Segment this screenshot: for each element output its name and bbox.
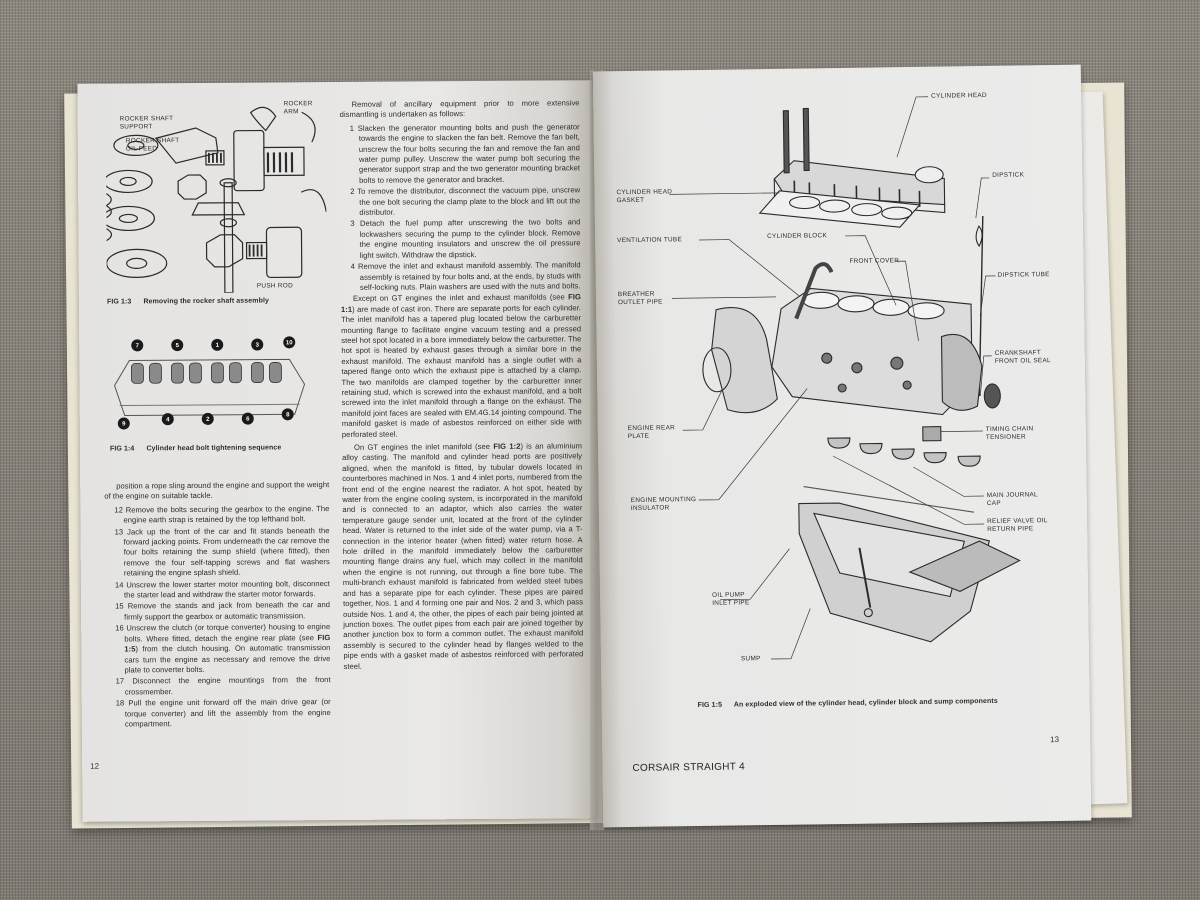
callout-relief-valve-oil-return-pipe: RELIEF VALVE OIL RETURN PIPE	[987, 517, 1048, 533]
running-title: CORSAIR STRAIGHT 4	[632, 761, 746, 774]
right-page: CYLINDER HEAD CYLINDER HEAD GASKET DIPST…	[592, 64, 1092, 828]
callout-oil-pump-inlet-pipe: OIL PUMP INLET PIPE	[712, 591, 750, 607]
bolt-number: 10	[286, 340, 293, 346]
bolt-number: 8	[286, 412, 290, 418]
bolt-number: 1	[216, 343, 220, 349]
callout-cylinder-head-gasket: CYLINDER HEAD GASKET	[616, 188, 673, 204]
bolt-number: 5	[176, 343, 180, 349]
callout-crankshaft-front-oil-seal: CRANKSHAFT FRONT OIL SEAL	[994, 349, 1051, 365]
figure-caption: FIG 1:3 Removing the rocker shaft assemb…	[106, 297, 337, 306]
callout-ventilation-tube: VENTILATION TUBE	[617, 236, 683, 245]
callout-sump: SUMP	[740, 655, 761, 663]
figure-caption: FIG 1:4 Cylinder head bolt tightening se…	[109, 444, 340, 453]
bolt-number: 7	[136, 343, 140, 349]
paragraph: On GT engines the inlet manifold (see FI…	[342, 441, 584, 671]
callout-main-journal-cap: MAIN JOURNAL CAP	[986, 491, 1038, 507]
figure-exploded-engine: CYLINDER HEAD CYLINDER HEAD GASKET DIPST…	[593, 65, 1090, 732]
callout-timing-chain-tensioner: TIMING CHAIN TENSIONER	[985, 425, 1034, 441]
callout-dipstick-tube: DIPSTICK TUBE	[997, 271, 1050, 279]
callout-dipstick: DIPSTICK	[992, 171, 1025, 179]
page-number-right: 13	[1050, 734, 1060, 745]
bolt-number: 2	[206, 417, 210, 423]
step-item: 18 Pull the engine unit forward off the …	[115, 697, 331, 729]
step-item: 4 Remove the inlet and exhaust manifold …	[350, 260, 581, 292]
step-item: 12 Remove the bolts securing the gearbox…	[114, 503, 330, 525]
step-item: 17 Disconnect the engine mountings from …	[115, 675, 331, 697]
step-item: 1 Slacken the generator mounting bolts a…	[349, 122, 581, 185]
callout-rocker-shaft-oil-feed: ROCKER SHAFT OIL FEED	[125, 137, 180, 153]
callout-rocker-arm: ROCKER ARM	[283, 100, 313, 115]
callout-rocker-shaft-support: ROCKER SHAFT SUPPORT	[119, 115, 174, 131]
paragraph: Removal of ancillary equipment prior to …	[339, 98, 580, 120]
callout-push-rod: PUSH ROD	[256, 282, 294, 290]
step-item: 13 Jack up the front of the car and fit …	[114, 525, 330, 578]
steps-list: 1 Slacken the generator mounting bolts a…	[340, 122, 581, 293]
step-item: 15 Remove the stands and jack from benea…	[115, 600, 331, 622]
steps-list: 12 Remove the bolts securing the gearbox…	[104, 504, 331, 730]
step-item: 14 Unscrew the lower starter motor mount…	[114, 578, 330, 600]
callout-front-cover: FRONT COVER	[849, 257, 900, 265]
figure-label: FIG 1:4	[109, 445, 135, 453]
step-item: 16 Unscrew the clutch (or torque convert…	[115, 622, 331, 675]
bolt-number: 3	[256, 343, 260, 349]
bolt-number: 4	[166, 417, 170, 423]
left-column-text: position a rope sling around the engine …	[104, 480, 331, 731]
cylinder-head-bolt-diagram: 7 5 1 3 10 9 4 2 6 8	[113, 336, 306, 430]
rocker-shaft-illustration	[105, 106, 327, 294]
figure-bolt-sequence: 7 5 1 3 10 9 4 2 6 8 FIG 1:4 Cylinder he…	[109, 334, 330, 466]
exploded-engine-illustration	[669, 96, 1021, 660]
right-column-text: Removal of ancillary equipment prior to …	[340, 98, 584, 675]
figure-caption-text: Cylinder head bolt tightening sequence	[146, 444, 282, 453]
paragraph: position a rope sling around the engine …	[104, 480, 330, 502]
left-page: ROCKER ARM ROCKER SHAFT SUPPORT ROCKER S…	[77, 80, 598, 822]
callout-cylinder-head: CYLINDER HEAD	[931, 91, 987, 100]
figure-reference: FIG 1:2	[493, 441, 521, 451]
step-item: 2 To remove the distributor, disconnect …	[350, 185, 581, 217]
figure-label: FIG 1:3	[106, 298, 132, 306]
bolt-number: 9	[122, 421, 126, 427]
paragraph: Except on GT engines the inlet and exhau…	[340, 292, 582, 439]
step-item: 3 Detach the fuel pump after unscrewing …	[350, 217, 581, 260]
callout-engine-mounting-insulator: ENGINE MOUNTING INSULATOR	[630, 496, 697, 512]
bolt-number: 6	[246, 417, 250, 423]
callout-cylinder-block: CYLINDER BLOCK	[767, 232, 828, 241]
figure-label: FIG 1:5	[697, 701, 723, 710]
callout-breather-outlet-pipe: BREATHER OUTLET PIPE	[617, 290, 663, 306]
callout-engine-rear-plate: ENGINE REAR PLATE	[627, 424, 676, 440]
figure-caption-text: Removing the rocker shaft assembly	[143, 297, 270, 306]
figure-rocker-shaft: ROCKER ARM ROCKER SHAFT SUPPORT ROCKER S…	[105, 92, 327, 309]
page-number-left: 12	[90, 761, 100, 771]
